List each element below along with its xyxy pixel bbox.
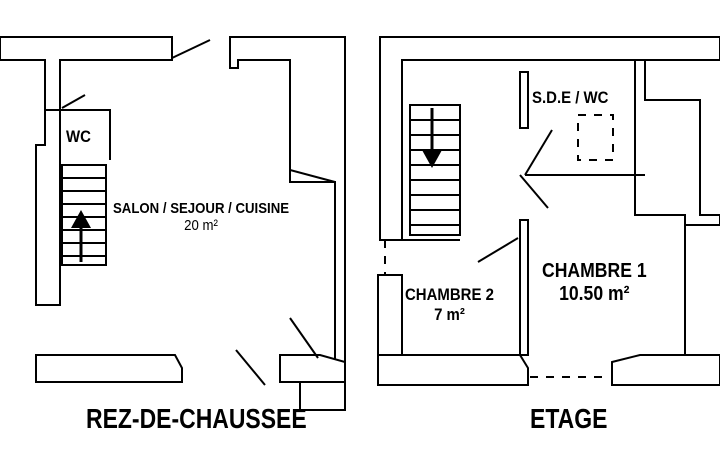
wc-name: WC — [66, 127, 91, 146]
bedroom1-label: CHAMBRE 1 10.50 m² — [542, 260, 647, 306]
upper-outer-wall — [379, 36, 720, 241]
stair-up-arrow-icon — [71, 210, 91, 262]
living-room-name: SALON / SEJOUR / CUISINE — [113, 200, 290, 217]
bedroom2-label: CHAMBRE 2 7 m² — [405, 285, 494, 324]
ground-side-door-swing — [289, 317, 319, 359]
bedroom2-name: CHAMBRE 2 — [405, 285, 494, 304]
ground-staircase — [61, 164, 107, 266]
living-room-label: SALON / SEJOUR / CUISINE 20 m² — [113, 200, 289, 235]
bedroom1-area: 10.50 m² — [559, 283, 630, 305]
upper-left-lower-wall — [377, 274, 403, 356]
ground-bottom-door-swing — [235, 349, 266, 386]
ground-bottom-wall-right — [279, 354, 346, 383]
wc-wall — [45, 109, 111, 160]
bedroom2-area: 7 m² — [434, 304, 465, 324]
upper-floor-plan — [377, 36, 720, 386]
bathroom-door-line — [524, 129, 553, 176]
shower-outline — [577, 114, 614, 161]
ground-bottom-wall-left — [35, 354, 183, 383]
bathroom-door-swing — [519, 174, 549, 209]
ground-top-wall-left — [0, 36, 173, 306]
ground-floor-plan — [0, 36, 346, 411]
living-room-area: 20 m² — [184, 217, 218, 235]
upper-staircase — [409, 104, 461, 236]
upper-floor-title: ETAGE — [530, 403, 608, 434]
bedroom-partition-wall — [519, 219, 529, 356]
ground-floor-title: REZ-DE-CHAUSSEE — [86, 403, 307, 434]
wc-label: WC — [66, 127, 91, 147]
wc-door-swing — [61, 94, 86, 109]
upper-right-wall — [634, 59, 720, 226]
upper-bottom-wall-right — [611, 354, 720, 386]
bedroom1-name: CHAMBRE 1 — [542, 260, 647, 282]
stair-down-arrow-icon — [422, 108, 442, 168]
bedroom2-door-swing — [477, 237, 519, 263]
bathroom-left-wall — [519, 71, 529, 129]
bathroom-label: S.D.E / WC — [532, 88, 608, 108]
bathroom-name: S.D.E / WC — [532, 88, 609, 107]
ground-inner-wall — [289, 60, 336, 183]
upper-bottom-wall-left — [377, 354, 529, 386]
ground-front-door-swing — [171, 39, 211, 59]
